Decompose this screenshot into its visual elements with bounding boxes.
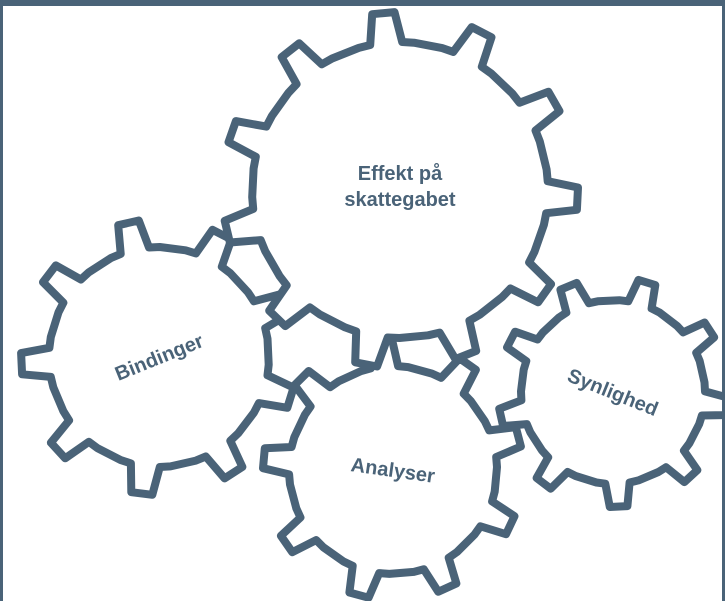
- gear-effekt-shape: [220, 8, 582, 371]
- gear-effekt: Effekt på skattegabet: [220, 8, 582, 371]
- gear-analyser-shape: [259, 336, 525, 601]
- gear-effekt-label-line: Effekt på: [358, 162, 443, 185]
- gear-synlighed-shape: [495, 275, 722, 511]
- gear-synlighed: Synlighed: [495, 275, 722, 511]
- title-bar: [3, 0, 722, 6]
- gear-analyser: Analyser: [259, 336, 525, 601]
- gear-bindinger: Bindinger: [17, 216, 298, 499]
- gear-effekt-label-line: skattegabet: [344, 189, 455, 211]
- gear-effekt-label: Effekt på skattegabet: [344, 162, 455, 211]
